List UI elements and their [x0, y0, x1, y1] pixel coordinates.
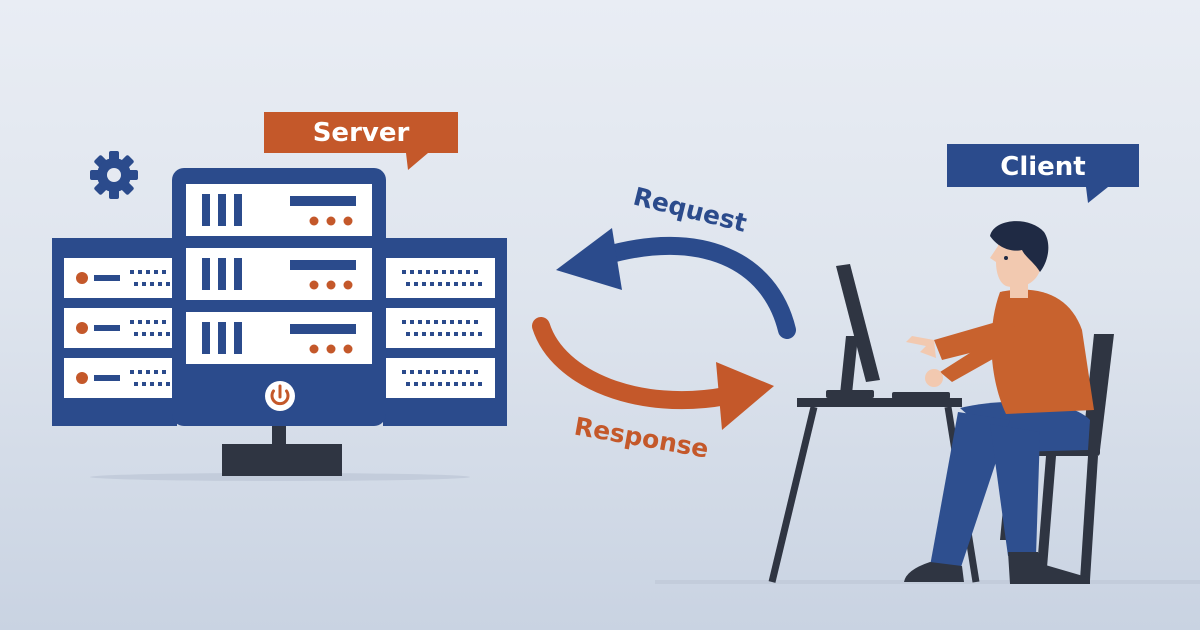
- server-label: Server: [313, 118, 410, 148]
- server-floor-shadow: [90, 473, 470, 481]
- vent-dots: [130, 370, 170, 386]
- server-rack-left: [52, 238, 177, 426]
- rack-unit: [383, 258, 495, 298]
- vent-dots: [402, 270, 482, 286]
- person-hand-back: [925, 369, 943, 387]
- rack-unit: [64, 258, 177, 298]
- rack-unit: [383, 308, 495, 348]
- server-rack-right: [383, 238, 507, 426]
- power-icon: [265, 381, 295, 411]
- monitor: [826, 264, 880, 398]
- person-legs: [930, 401, 1090, 570]
- person-eye: [1004, 256, 1008, 260]
- request-arrow: [556, 228, 796, 339]
- server-unit: [186, 184, 372, 236]
- server-stand-neck: [272, 424, 286, 446]
- server-unit: [186, 248, 372, 300]
- left-shoe: [904, 562, 964, 582]
- client-callout: Client: [947, 144, 1139, 203]
- gear-icon: [90, 151, 138, 199]
- right-shoe: [1008, 552, 1090, 584]
- person-hair: [990, 221, 1049, 272]
- person-hand-pointing: [906, 336, 936, 358]
- person-arm-front: [934, 318, 1022, 360]
- vent-dots: [130, 270, 170, 286]
- vent-dots: [130, 320, 170, 336]
- response-label: Response: [572, 412, 711, 464]
- rack-unit: [64, 308, 177, 348]
- server-callout: Server: [264, 112, 458, 170]
- client-workstation: [768, 221, 1114, 584]
- rack-unit: [64, 358, 177, 398]
- server-tower: [172, 168, 386, 426]
- server-unit: [186, 312, 372, 364]
- rack-unit: [383, 358, 495, 398]
- server-stand-base: [222, 444, 342, 476]
- request-label: Request: [630, 182, 749, 238]
- vent-dots: [402, 370, 482, 386]
- vent-dots: [402, 320, 482, 336]
- person-torso: [991, 289, 1094, 414]
- keyboard: [892, 392, 950, 399]
- response-arrow: [532, 317, 774, 430]
- client-label: Client: [1000, 152, 1085, 182]
